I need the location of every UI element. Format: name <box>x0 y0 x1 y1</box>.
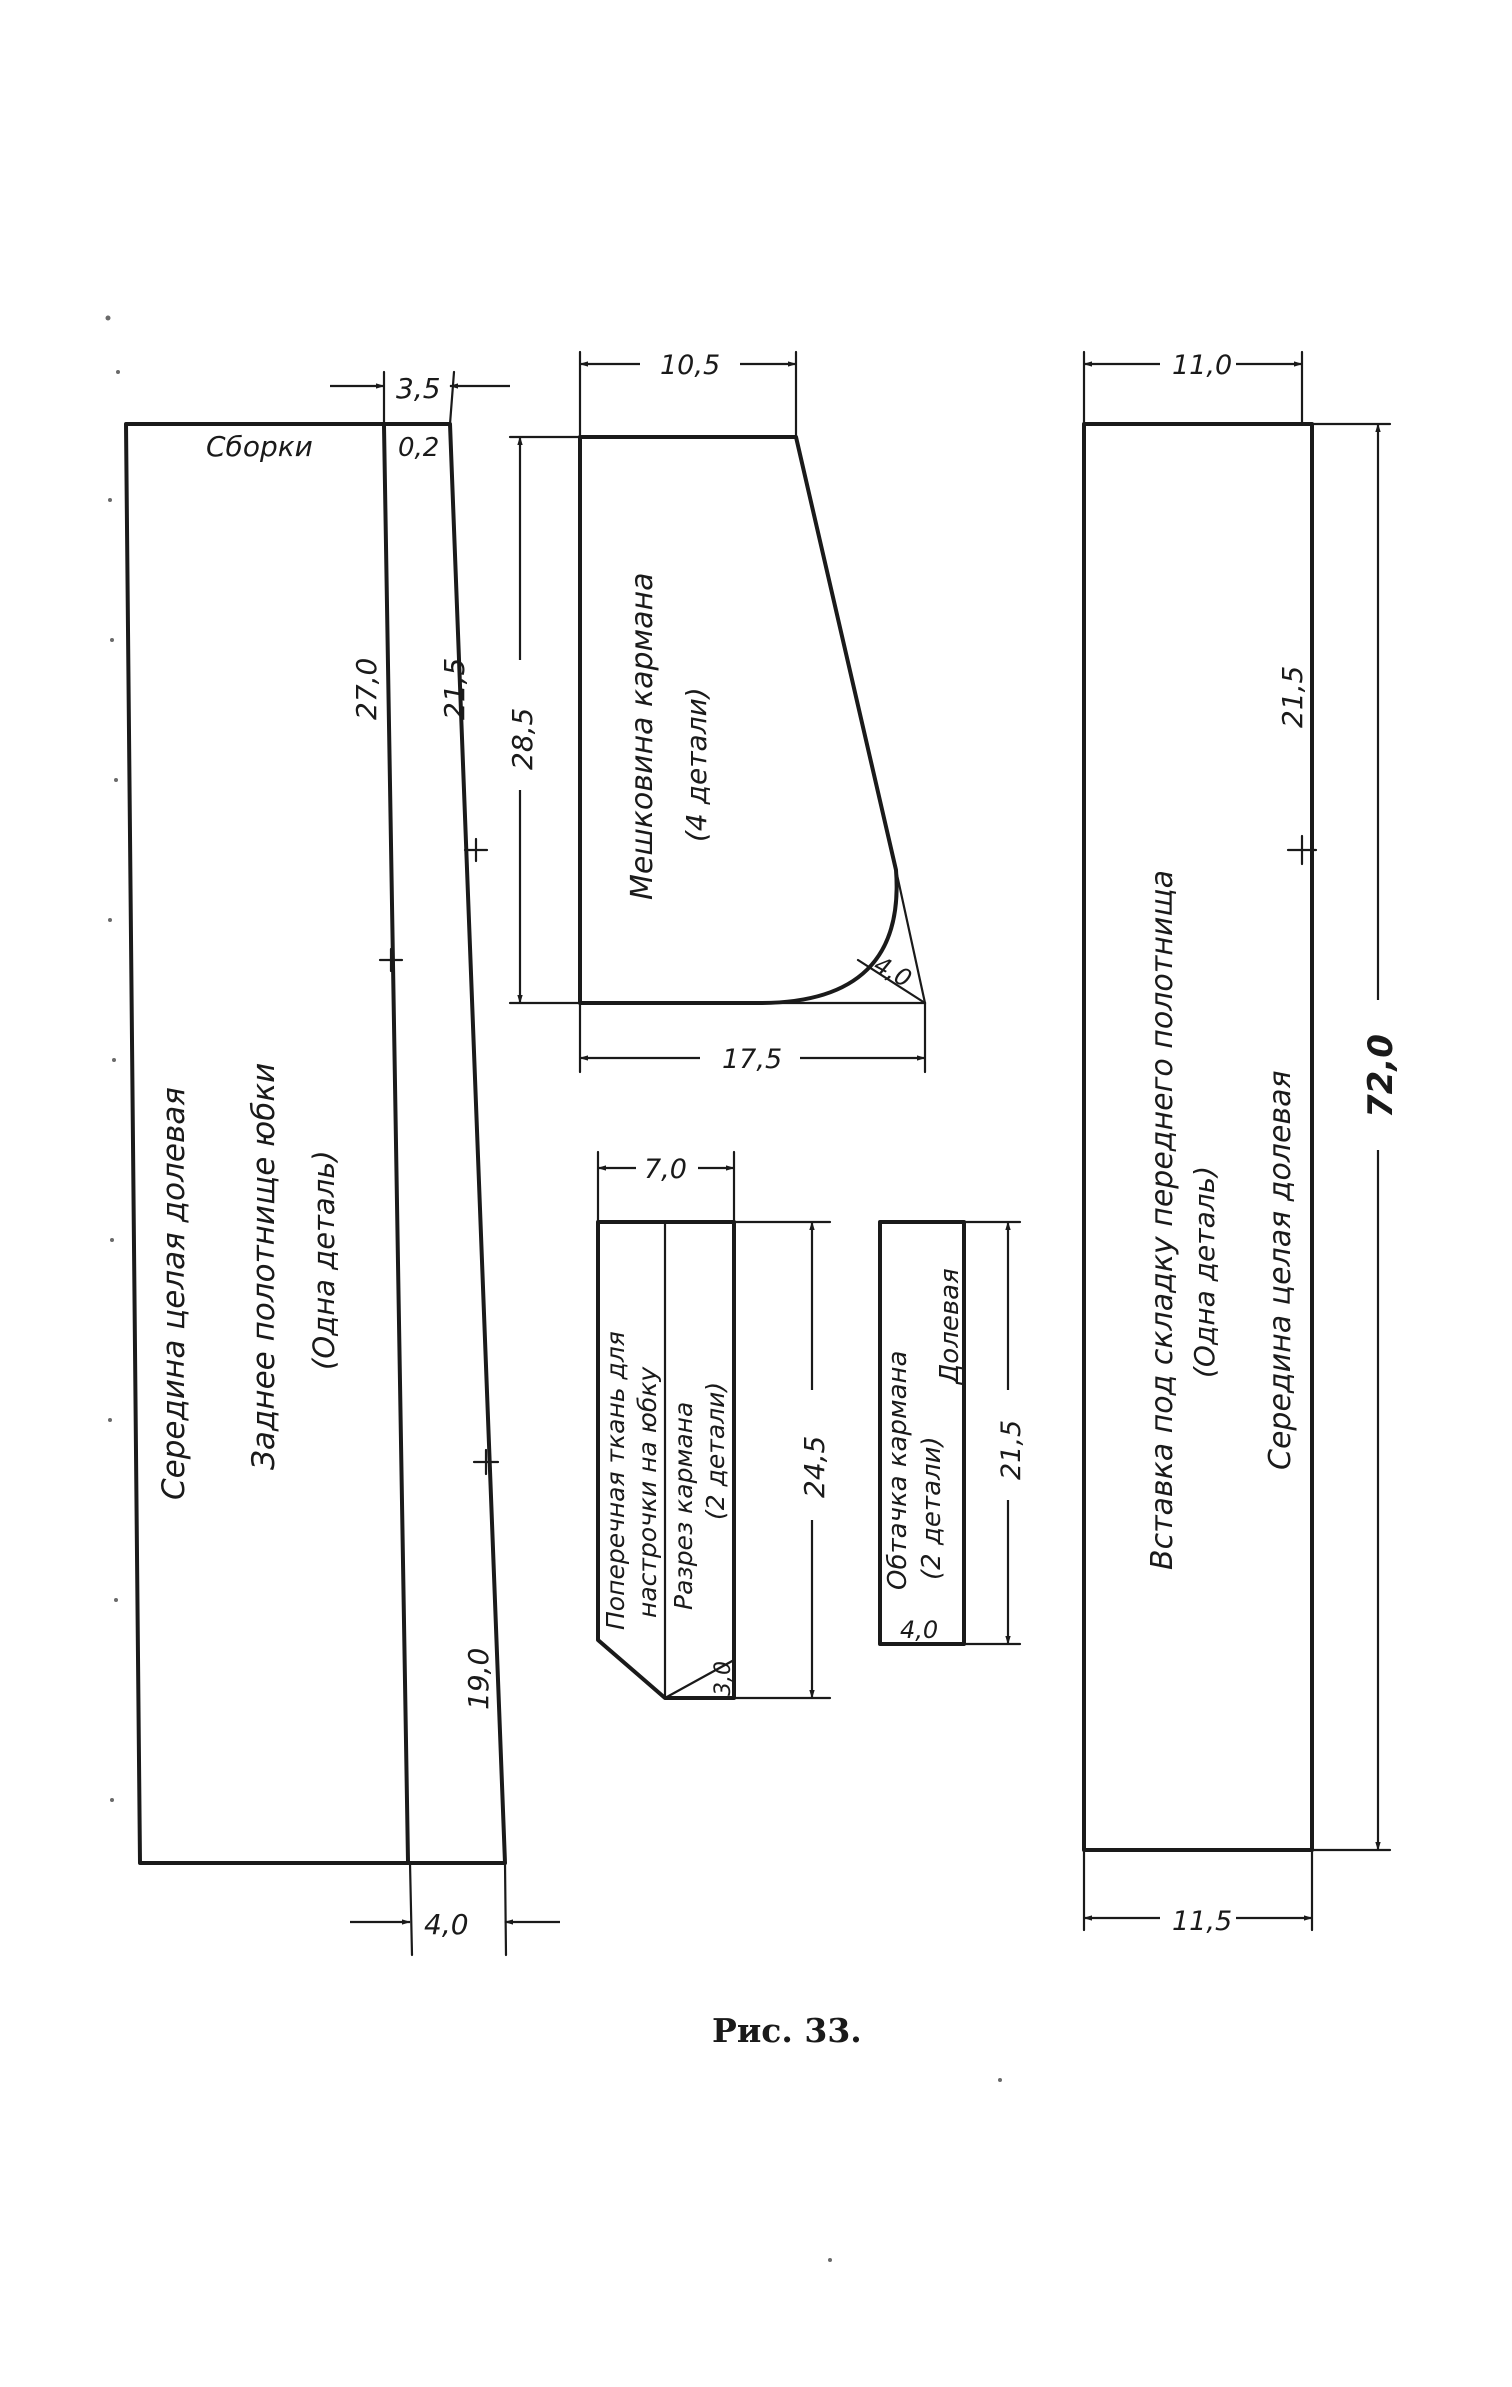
back-top-offset: 0,2 <box>398 433 439 463</box>
pocket-slit-piece: 3,0 7,0 24,5 Поперечная ткань для нaстро… <box>596 1150 832 1700</box>
pocket-slit-count: (2 детали) <box>701 1382 730 1520</box>
pocket-bag-top: 10,5 <box>660 350 720 381</box>
pocket-slit-line3: Разрез кармана <box>669 1402 698 1610</box>
pocket-slit-line1: Поперечная ткань для <box>601 1331 630 1630</box>
pocket-slit-tip: 3,0 <box>711 1661 736 1696</box>
gathers-label: Сборки <box>206 430 313 463</box>
back-length-outer: 21,5 <box>438 658 471 720</box>
pocket-bag-count: (4 детали) <box>680 687 713 842</box>
front-insert-count: (Одна деталь) <box>1188 1166 1221 1378</box>
figure-caption: Рис. 33. <box>712 2011 862 2050</box>
front-insert-top: 11,0 <box>1172 350 1232 381</box>
pocket-facing-width: 4,0 <box>900 1616 938 1644</box>
front-insert-title: Вставка под складку переднего полотнища <box>1145 870 1180 1570</box>
notch-mark-icon <box>1286 834 1318 866</box>
front-insert-half: 21,5 <box>1276 666 1309 728</box>
front-insert-length: 72,0 <box>1361 1034 1401 1118</box>
back-bottom-width: 4,0 <box>424 1908 469 1941</box>
front-insert-center: Середина целая долевая <box>1263 1070 1298 1470</box>
front-insert-outline <box>1082 422 1314 1852</box>
back-top-width: 3,5 <box>396 372 441 405</box>
pocket-bag-piece: 4,0 10,5 28,5 17,5 Мешковина кармана (4 … <box>506 350 927 1075</box>
scan-specks <box>105 315 1002 2262</box>
back-length-inner: 27,0 <box>350 658 383 720</box>
pocket-slit-line2: нaстрочки на юбку <box>633 1366 662 1618</box>
pocket-bag-height: 28,5 <box>506 708 539 770</box>
pocket-facing-title: Обтачка кармана <box>883 1351 913 1590</box>
back-panel-title: Заднее полотнище юбки <box>246 1063 282 1470</box>
pocket-bag-bottom: 17,5 <box>722 1044 782 1075</box>
front-insert-bottom: 11,5 <box>1172 1906 1232 1937</box>
pocket-facing-piece: 21,5 Обтачка кармана (2 детали) Долевая … <box>878 1220 1027 1646</box>
notch-mark-icon <box>378 837 500 1476</box>
back-skirt-panel: 3,5 4,0 Сборки 0,2 27,0 21,5 19,0 Середи… <box>124 370 560 1957</box>
pocket-slit-width: 7,0 <box>644 1154 687 1185</box>
pocket-slit-outline <box>596 1220 736 1700</box>
back-center-label: Середина целая долевая <box>156 1087 192 1500</box>
pocket-facing-count: (2 детали) <box>917 1436 947 1580</box>
pocket-bag-title: Мешковина кармана <box>625 572 660 900</box>
pocket-facing-height: 21,5 <box>996 1420 1027 1480</box>
pocket-facing-outline <box>878 1220 966 1646</box>
pocket-facing-grain: Долевая <box>935 1268 965 1385</box>
back-lower-length: 19,0 <box>462 1648 495 1710</box>
pocket-slit-height: 24,5 <box>798 1436 831 1498</box>
front-insert-piece: 11,0 11,5 72,0 21,5 Вставка под складку … <box>1082 350 1401 1937</box>
back-panel-inner-line <box>382 424 410 1863</box>
back-panel-count: (Одна деталь) <box>307 1150 341 1370</box>
